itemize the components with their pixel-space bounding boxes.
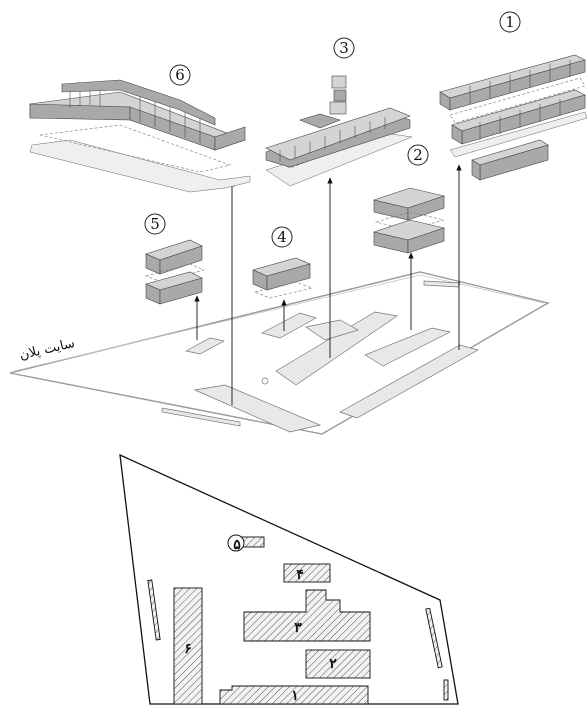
building-4: [252, 257, 314, 299]
label-6: 6: [169, 64, 191, 86]
svg-text:4: 4: [277, 228, 287, 246]
plan-label-3: ۳: [294, 620, 302, 636]
svg-text:1: 1: [505, 13, 515, 31]
building-2: [372, 187, 446, 254]
site-pad-3b: [305, 319, 359, 341]
svg-text:6: 6: [175, 66, 185, 84]
plan-label-4: ۴: [296, 567, 304, 583]
site-pad-2: [364, 327, 452, 367]
site-pad-5: [184, 337, 226, 355]
site-plan-2d: ۵ ۴ ۳ ۲ ۶ ۱: [119, 453, 459, 705]
label-3: 3: [333, 37, 355, 59]
axonometric-site: سایت پلان: [9, 271, 550, 435]
plan-building-1: [219, 685, 369, 705]
plan-label-2: ۲: [329, 656, 337, 672]
building-3: [265, 75, 413, 187]
site-pad-4: [261, 312, 317, 339]
building-6: [29, 79, 251, 193]
label-4: 4: [271, 226, 293, 248]
plan-label-6: ۶: [184, 641, 192, 657]
label-5: 5: [144, 213, 166, 235]
plan-label-5: ۵: [233, 537, 241, 553]
site-pad-6: [193, 384, 322, 433]
plan-label-1: ۱: [291, 688, 299, 704]
site-boundary: [9, 271, 550, 435]
building-5: [145, 239, 205, 305]
plan-building-3: [243, 589, 371, 642]
arrows: [194, 164, 462, 405]
label-1: 1: [499, 11, 521, 33]
label-2: 2: [407, 144, 429, 166]
site-pad-1: [339, 344, 479, 419]
plan-building-6: [173, 587, 203, 705]
plan-building-2: [305, 649, 371, 679]
svg-text:3: 3: [339, 39, 349, 57]
building-1: [439, 54, 587, 181]
svg-text:5: 5: [150, 215, 160, 233]
svg-text:2: 2: [413, 146, 423, 164]
plan-building-4: [283, 563, 331, 583]
